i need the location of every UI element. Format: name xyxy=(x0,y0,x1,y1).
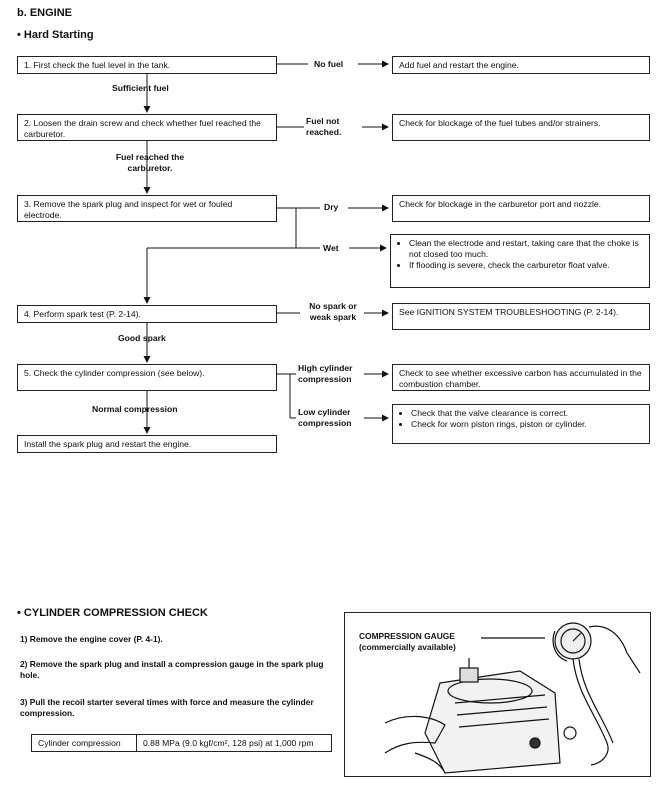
figure-label-2: (commercially available) xyxy=(359,642,456,652)
step-2-box: 2. Loosen the drain screw and check whet… xyxy=(17,114,277,141)
compression-step-3: 3) Pull the recoil starter several times… xyxy=(20,697,314,718)
normal-compression-label: Normal compression xyxy=(92,404,178,414)
wet-result: Clean the electrode and restart, taking … xyxy=(390,234,650,288)
step-2-condition: Fuel not reached. xyxy=(306,116,342,137)
step-5-result-text: Check to see whether excessive carbon ha… xyxy=(399,368,642,389)
step-1-condition: No fuel xyxy=(314,59,344,69)
engine-illustration xyxy=(384,622,641,774)
step-1-result: Add fuel and restart the engine. xyxy=(392,56,650,74)
step-3-box: 3. Remove the spark plug and inspect for… xyxy=(17,195,277,222)
fuel-reached-label: Fuel reached the carburetor. xyxy=(115,152,185,173)
step-5-result: Check to see whether excessive carbon ha… xyxy=(392,364,650,391)
step-1-result-text: Add fuel and restart the engine. xyxy=(399,60,519,70)
step-2-result: Check for blockage of the fuel tubes and… xyxy=(392,114,650,141)
step-3-result-text: Check for blockage in the carburetor por… xyxy=(399,199,602,209)
hard-starting-heading: • Hard Starting xyxy=(17,29,94,41)
wet-item-2: If flooding is severe, check the carbure… xyxy=(409,260,643,271)
low-compression-result: Check that the valve clearance is correc… xyxy=(392,404,650,444)
step-4-text: 4. Perform spark test (P. 2-14). xyxy=(24,309,141,319)
low-item-2: Check for worn piston rings, piston or c… xyxy=(411,419,643,430)
step-4-result: See IGNITION SYSTEM TROUBLESHOOTING (P. … xyxy=(392,303,650,330)
section-title: b. ENGINE xyxy=(17,7,73,19)
step-4-box: 4. Perform spark test (P. 2-14). xyxy=(17,305,277,323)
step-2-text: 2. Loosen the drain screw and check whet… xyxy=(24,118,261,139)
step-3-result: Check for blockage in the carburetor por… xyxy=(392,195,650,222)
figure-label-1: COMPRESSION GAUGE xyxy=(359,631,455,641)
step-4-result-text: See IGNITION SYSTEM TROUBLESHOOTING (P. … xyxy=(399,307,619,317)
compression-spec-table: Cylinder compression 0.88 MPa (9.0 kgf/c… xyxy=(31,734,332,752)
step-5-text: 5. Check the cylinder compression (see b… xyxy=(24,368,205,378)
step-5-box: 5. Check the cylinder compression (see b… xyxy=(17,364,277,391)
wet-condition: Wet xyxy=(323,243,339,253)
low-item-1: Check that the valve clearance is correc… xyxy=(411,408,643,419)
step-2-result-text: Check for blockage of the fuel tubes and… xyxy=(399,118,601,128)
step-1-text: 1. First check the fuel level in the tan… xyxy=(24,60,171,70)
step-5-condition: High cylinder compression xyxy=(298,363,353,384)
step-1-box: 1. First check the fuel level in the tan… xyxy=(17,56,277,74)
good-spark-label: Good spark xyxy=(118,333,166,343)
step-3-condition: Dry xyxy=(324,202,339,212)
compression-step-2: 2) Remove the spark plug and install a c… xyxy=(20,659,324,680)
low-compression-condition: Low cylinder compression xyxy=(298,407,352,428)
spec-label: Cylinder compression xyxy=(31,734,137,752)
sufficient-fuel-label: Sufficient fuel xyxy=(112,83,169,93)
compression-gauge-figure: COMPRESSION GAUGE (commercially availabl… xyxy=(344,612,651,777)
final-step-box: Install the spark plug and restart the e… xyxy=(17,435,277,453)
wet-item-1: Clean the electrode and restart, taking … xyxy=(409,238,643,260)
compression-step-1: 1) Remove the engine cover (P. 4-1). xyxy=(20,634,163,644)
final-step-text: Install the spark plug and restart the e… xyxy=(24,439,192,449)
step-3-text: 3. Remove the spark plug and inspect for… xyxy=(24,199,233,220)
step-4-condition: No spark or weak spark xyxy=(309,301,357,322)
spec-value: 0.88 MPa (9.0 kgf/cm², 128 psi) at 1,000… xyxy=(136,734,332,752)
compression-check-heading: • CYLINDER COMPRESSION CHECK xyxy=(17,607,208,619)
